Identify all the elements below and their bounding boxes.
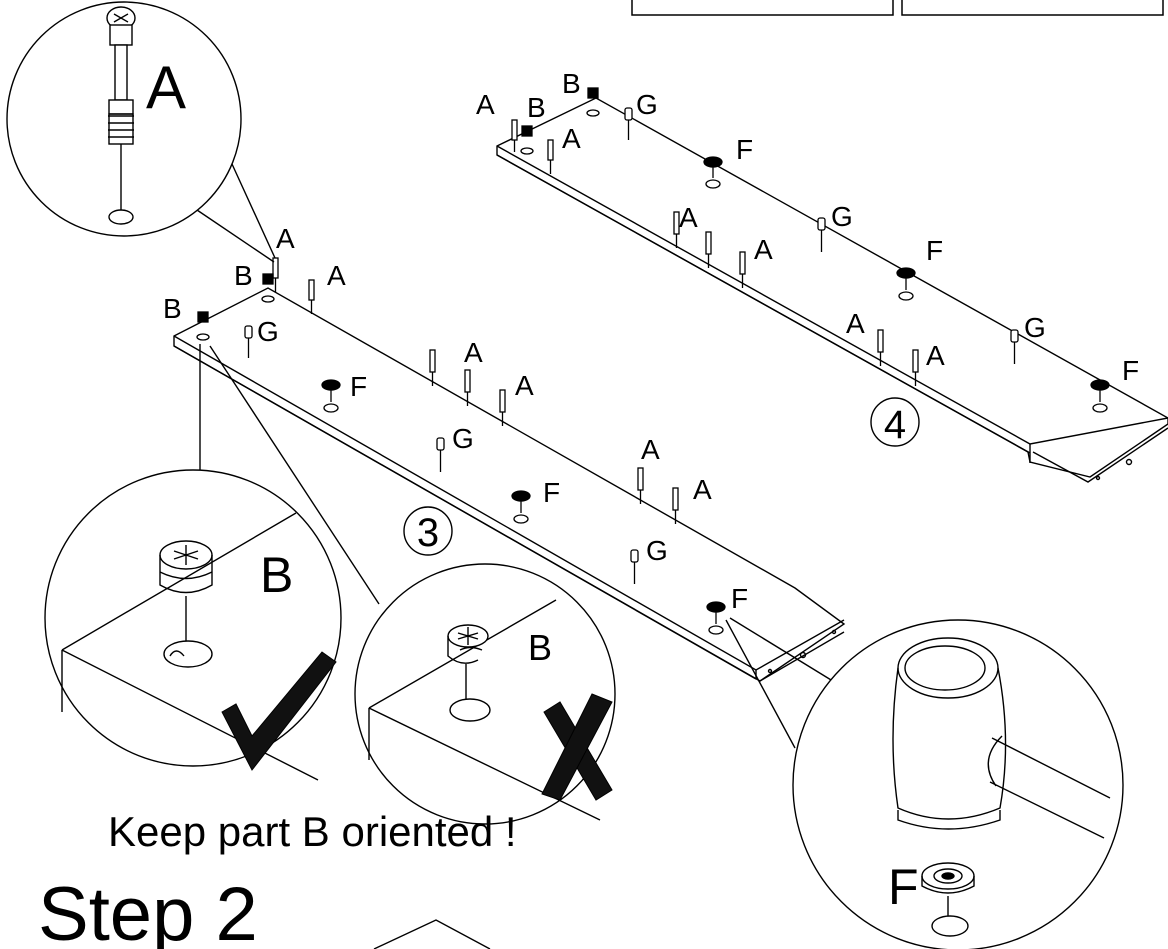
label-g: G: [646, 535, 668, 566]
detail-a-label: A: [146, 54, 186, 121]
label-b: B: [562, 68, 581, 99]
detail-b-wrong-label: B: [528, 627, 552, 668]
dowels-a: [272, 119, 919, 524]
label-b: B: [234, 260, 253, 291]
detail-f-label: F: [888, 859, 919, 915]
label-a: A: [641, 434, 660, 465]
next-step-fragment: [373, 919, 491, 949]
label-g: G: [257, 316, 279, 347]
svg-text:3: 3: [417, 511, 439, 555]
label-f: F: [543, 477, 560, 508]
label-a: A: [679, 202, 698, 233]
label-g: G: [831, 201, 853, 232]
panel-3-board: [173, 287, 846, 682]
detail-circle-b-correct: [44, 344, 380, 781]
part-labels: A B B G A F A G A F A G A F A B A B G F …: [163, 68, 1139, 614]
label-a: A: [926, 340, 945, 371]
orientation-note: Keep part B oriented !: [108, 808, 517, 855]
label-b: B: [163, 293, 182, 324]
label-f: F: [731, 583, 748, 614]
cam-locks-b: [196, 87, 600, 341]
label-a: A: [846, 308, 865, 339]
label-a: A: [562, 123, 581, 154]
label-a: A: [276, 223, 295, 254]
label-g: G: [452, 423, 474, 454]
detail-circle-b-wrong: [354, 563, 616, 825]
step-title: Step 2: [38, 872, 258, 949]
label-b: B: [527, 92, 546, 123]
detail-circle-f-hammer: [725, 617, 1124, 949]
svg-text:4: 4: [884, 403, 906, 447]
label-g: G: [636, 89, 658, 120]
cam-nuts-f: [321, 156, 1110, 635]
detail-b-label: B: [260, 547, 293, 603]
label-a: A: [476, 89, 495, 120]
label-a: A: [693, 474, 712, 505]
label-a: A: [515, 370, 534, 401]
check-mark-icon: [221, 651, 337, 771]
shelf-pins-g: [244, 107, 1019, 584]
label-a: A: [464, 337, 483, 368]
label-f: F: [926, 235, 943, 266]
panel-4-number: 4: [870, 397, 920, 447]
detail-circle-a: [6, 1, 276, 263]
panel-3-number: 3: [403, 506, 453, 556]
label-f: F: [1122, 355, 1139, 386]
label-a: A: [754, 234, 773, 265]
cross-mark-icon: [541, 693, 613, 801]
label-g: G: [1024, 312, 1046, 343]
panel-4-board: [496, 97, 1168, 483]
label-f: F: [350, 371, 367, 402]
label-a: A: [327, 260, 346, 291]
label-f: F: [736, 134, 753, 165]
header-boxes: [631, 0, 1164, 16]
